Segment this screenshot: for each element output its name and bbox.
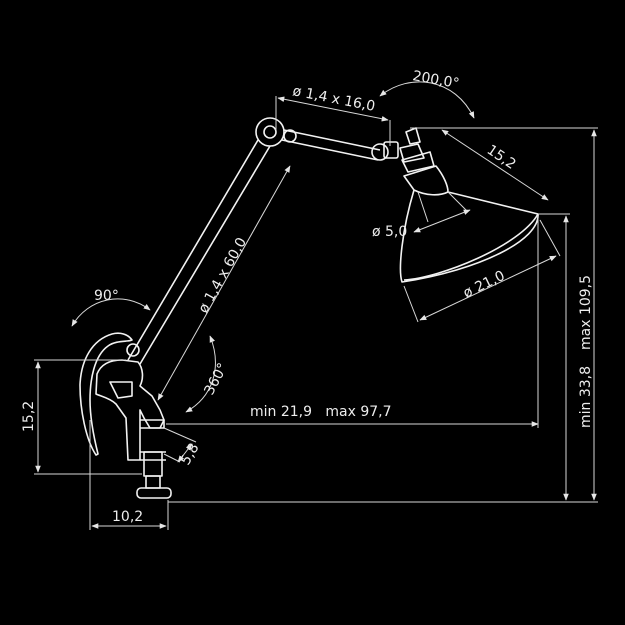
label-height-max: max 109,5 <box>578 275 594 350</box>
label-shade-length: 15,2 <box>484 142 519 173</box>
label-reach: min 21,9 max 97,7 <box>250 404 392 420</box>
clamp-lever <box>79 332 133 456</box>
lower-arm <box>127 139 271 365</box>
label-height-min: min 33,8 <box>578 366 594 428</box>
label-shade-rotation: 200,0° <box>411 68 460 92</box>
lamp-shade <box>399 165 539 283</box>
label-base-rotation: 90° <box>94 288 119 304</box>
label-base-swivel: 360° <box>201 361 231 398</box>
label-shade-top-diameter: ø 5,0 <box>372 224 407 240</box>
label-arm-upper: ø 1,4 x 16,0 <box>291 83 376 115</box>
clamp-jaw <box>140 419 165 429</box>
dimension-labels: ø 1,4 x 16,0 200,0° 15,2 ø 5,0 ø 21,0 ø … <box>21 68 594 525</box>
lamp-outline <box>79 117 539 499</box>
clamp-inner <box>109 381 133 399</box>
dimension-lines <box>34 81 598 530</box>
clamp-screw <box>143 451 163 477</box>
elbow-joint <box>255 117 285 147</box>
upper-arm <box>281 129 381 161</box>
clamp-foot <box>136 487 172 499</box>
label-clamp-width: 10,2 <box>112 509 143 525</box>
label-clamp-height: 15,2 <box>21 401 37 432</box>
label-shade-diameter: ø 21,0 <box>461 268 508 302</box>
label-clamp-gap: 5,8 <box>178 441 203 468</box>
clamp-body <box>95 359 165 461</box>
label-arm-lower: ø 1,4 x 60,0 <box>196 235 251 316</box>
